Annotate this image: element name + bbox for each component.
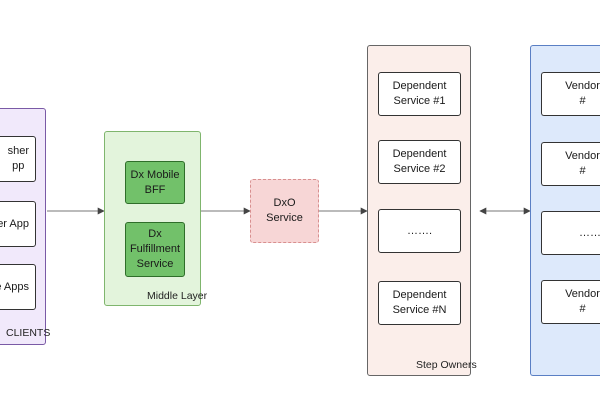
dx-fulfillment-service-node[interactable]: Dx Fulfillment Service: [125, 222, 185, 277]
vendor-ellipsis-node[interactable]: ……: [541, 211, 600, 255]
client-item-1[interactable]: sher pp: [0, 136, 36, 182]
step-owners-group-label: Step Owners: [416, 359, 477, 371]
dxo-service-node[interactable]: DxO Service: [250, 179, 319, 243]
middle-layer-group: [104, 131, 201, 306]
dependent-service-1-node[interactable]: Dependent Service #1: [378, 72, 461, 116]
dx-mobile-bff-node[interactable]: Dx Mobile BFF: [125, 161, 185, 204]
middle-layer-group-label: Middle Layer: [147, 290, 208, 302]
client-item-3[interactable]: e Apps: [0, 264, 36, 310]
client-item-2[interactable]: er App: [0, 201, 36, 247]
vendor-1-node[interactable]: Vendor #: [541, 72, 600, 116]
dependent-service-ellipsis-node[interactable]: …….: [378, 209, 461, 253]
vendor-2-node[interactable]: Vendor #: [541, 142, 600, 186]
dependent-service-2-node[interactable]: Dependent Service #2: [378, 140, 461, 184]
vendor-n-node[interactable]: Vendor #: [541, 280, 600, 324]
clients-group-label: CLIENTS: [6, 327, 51, 339]
dependent-service-n-node[interactable]: Dependent Service #N: [378, 281, 461, 325]
